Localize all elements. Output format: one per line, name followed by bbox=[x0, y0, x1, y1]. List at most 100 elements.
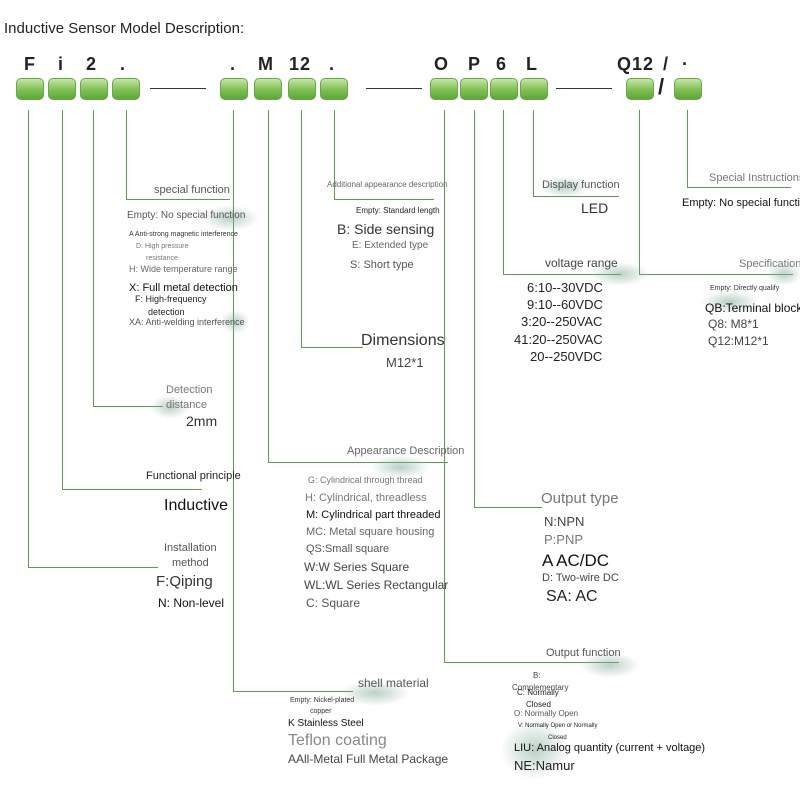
additional-appearance-heading: Additional appearance description bbox=[327, 180, 448, 189]
connector-dimensions-h bbox=[301, 347, 363, 348]
connector-instructions-h bbox=[687, 187, 791, 188]
connector-shell-h bbox=[233, 691, 353, 692]
connector-installation-v bbox=[28, 110, 29, 568]
output-function-item: B: bbox=[533, 671, 541, 680]
code-box-p bbox=[460, 78, 488, 100]
code-char-l: L bbox=[526, 54, 538, 74]
specification-heading: Specification bbox=[739, 258, 800, 270]
code-char-dot-1: . bbox=[120, 54, 127, 74]
code-box-6 bbox=[490, 78, 518, 100]
separator-3 bbox=[556, 88, 612, 89]
display-function-value: LED bbox=[581, 200, 609, 216]
special-function-item: Empty: No special function bbox=[127, 210, 246, 221]
special-function-item: detection bbox=[148, 307, 185, 317]
code-box-dot-3 bbox=[320, 78, 348, 100]
code-char-dot-4: · bbox=[682, 54, 689, 74]
separator-2 bbox=[366, 88, 422, 89]
code-char-o: O bbox=[434, 54, 450, 74]
specification-item: Empty: Directly qualify bbox=[710, 285, 780, 292]
output-type-item: N:NPN bbox=[544, 514, 585, 529]
special-function-item: H: Wide temperature range bbox=[129, 264, 238, 274]
shell-material-item: Teflon coating bbox=[288, 732, 387, 749]
output-function-heading: Output function bbox=[546, 647, 621, 659]
shell-material-item: copper bbox=[310, 708, 332, 715]
connector-principle-v bbox=[62, 110, 63, 490]
voltage-range-item: 3:20--250VAC bbox=[521, 314, 603, 329]
glow-output-function-2 bbox=[500, 720, 570, 780]
output-function-item: LIU: Analog quantity (current + voltage) bbox=[514, 742, 706, 754]
special-instructions-value: Empty: No special function bbox=[682, 197, 800, 209]
output-function-item: Closed bbox=[526, 700, 551, 709]
connector-distance-v bbox=[93, 110, 94, 407]
code-char-2: 2 bbox=[86, 54, 98, 74]
code-char-m: M bbox=[258, 54, 274, 74]
display-function-heading: Display function bbox=[542, 179, 620, 191]
output-function-item: NE:Namur bbox=[514, 758, 575, 773]
glow-special-2 bbox=[220, 310, 250, 334]
special-function-item: X: Full metal detection bbox=[129, 282, 238, 294]
connector-appearance-h bbox=[268, 462, 448, 463]
additional-appearance-item: E: Extended type bbox=[352, 240, 429, 251]
shell-material-item: AAll-Metal Full Metal Package bbox=[288, 752, 449, 766]
connector-distance-h bbox=[93, 406, 163, 407]
detection-distance-heading-2: distance bbox=[166, 399, 207, 411]
installation-method-heading-1: Installation bbox=[164, 542, 217, 554]
code-box-f bbox=[16, 78, 44, 100]
connector-display-v bbox=[533, 110, 534, 197]
separator-1 bbox=[150, 88, 206, 89]
connector-output-function-v bbox=[444, 110, 445, 663]
glow-shell bbox=[340, 680, 410, 706]
glow-output-function bbox=[580, 652, 640, 678]
special-function-heading: special function bbox=[154, 184, 230, 196]
additional-appearance-item: S: Short type bbox=[350, 259, 414, 271]
specification-item: Q8: M8*1 bbox=[708, 317, 759, 331]
code-box-i bbox=[48, 78, 76, 100]
voltage-range-item: 41:20--250VAC bbox=[514, 332, 603, 347]
voltage-range-item: 20--250VDC bbox=[530, 349, 603, 364]
special-function-item: XA: Anti-welding interference bbox=[129, 317, 245, 327]
appearance-description-item: M: Cylindrical part threaded bbox=[306, 509, 441, 521]
additional-appearance-item: B: Side sensing bbox=[337, 221, 435, 237]
detection-distance-value: 2mm bbox=[186, 413, 218, 429]
output-type-item: SA: AC bbox=[546, 588, 598, 605]
output-function-item: Complementary bbox=[512, 683, 569, 692]
code-char-p: P bbox=[468, 54, 482, 74]
functional-principle-heading: Functional principle bbox=[146, 470, 241, 482]
output-function-item: C: Normally bbox=[517, 688, 559, 697]
special-function-item: A Anti-strong magnetic interference bbox=[129, 231, 238, 238]
code-box-l bbox=[520, 78, 548, 100]
connector-spec-v bbox=[639, 110, 640, 275]
code-char-dot-3: . bbox=[329, 54, 336, 74]
code-char-i: i bbox=[58, 54, 65, 74]
shell-material-item: Empty: Nickel-plated bbox=[290, 697, 355, 704]
appearance-description-item: WL:WL Series Rectangular bbox=[304, 578, 449, 592]
special-instructions-heading: Special Instructions bbox=[709, 172, 800, 184]
detection-distance-heading-1: Detection bbox=[166, 384, 213, 396]
appearance-description-item: G: Cylindrical through thread bbox=[308, 475, 423, 485]
output-function-item: O: Normally Open bbox=[514, 709, 579, 718]
output-type-item: P:PNP bbox=[544, 532, 584, 547]
code-box-dot-4 bbox=[674, 78, 702, 100]
page-title: Inductive Sensor Model Description: bbox=[4, 20, 245, 37]
dimensions-value: M12*1 bbox=[386, 355, 424, 370]
connector-output-type-v bbox=[474, 110, 475, 508]
connector-installation-h bbox=[28, 567, 158, 568]
connector-output-type-h bbox=[474, 507, 542, 508]
connector-output-function-h bbox=[444, 662, 619, 663]
code-char-6: 6 bbox=[496, 54, 508, 74]
specification-item: QB:Terminal block bbox=[705, 301, 800, 315]
connector-instructions-v bbox=[687, 110, 688, 188]
code-box-dot-2 bbox=[220, 78, 248, 100]
appearance-description-item: H: Cylindrical, threadless bbox=[305, 492, 427, 504]
glow-display bbox=[540, 176, 590, 198]
connector-appearance-v bbox=[268, 110, 269, 463]
glow-voltage bbox=[590, 262, 650, 286]
code-box-m bbox=[254, 78, 282, 100]
glow-distance bbox=[150, 395, 190, 419]
code-char-12: 12 bbox=[289, 54, 312, 74]
shell-material-heading: shell material bbox=[358, 676, 429, 690]
connector-spec-h bbox=[639, 274, 793, 275]
connector-special-h bbox=[126, 199, 230, 200]
voltage-range-item: 9:10--60VDC bbox=[527, 297, 603, 312]
code-box-o bbox=[430, 78, 458, 100]
